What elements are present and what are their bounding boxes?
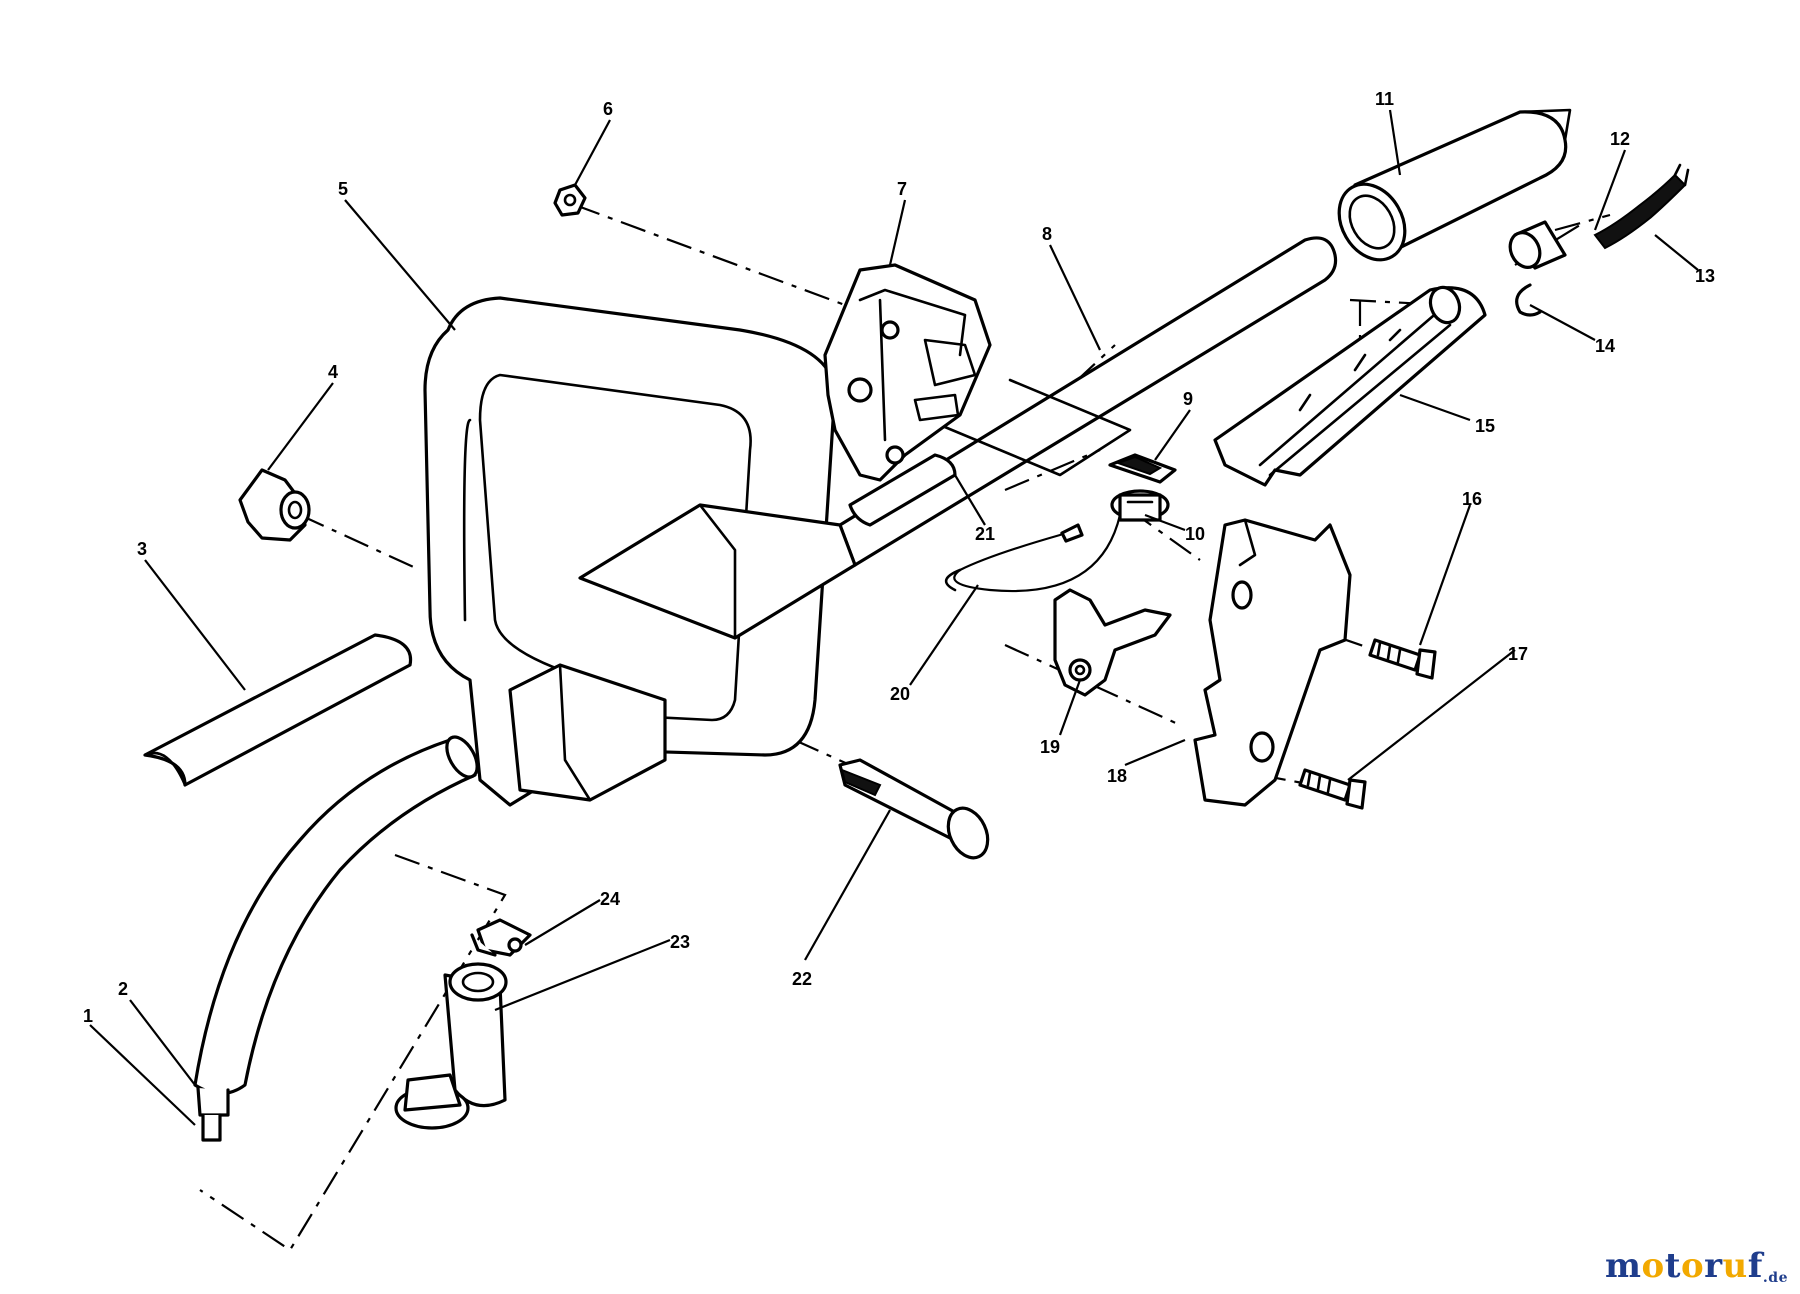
- callout-11: 11: [1375, 89, 1394, 109]
- callout-3: 3: [137, 539, 147, 559]
- part-11-sleeve: [1337, 108, 1572, 262]
- watermark-suffix: .de: [1762, 1270, 1788, 1286]
- callout-6: 6: [603, 99, 613, 119]
- part-2-handle-tube: [193, 735, 479, 1142]
- part-4-knob: [238, 468, 311, 542]
- callout-14: 14: [1595, 336, 1615, 356]
- part-20-wire: [944, 514, 1122, 593]
- leader-lines: [89, 109, 1699, 1126]
- part-16-bolt: [1368, 638, 1437, 680]
- part-3-grip-cover: [143, 633, 413, 787]
- callout-23: 23: [670, 932, 690, 952]
- callout-12: 12: [1610, 129, 1630, 149]
- part-24-clamp: [470, 918, 532, 957]
- callout-10: 10: [1185, 524, 1205, 544]
- part-8-main-shaft: [578, 236, 1338, 640]
- callout-5: 5: [338, 179, 348, 199]
- callout-labels: 1 2 3 4 5 6 7 8 9 10 11 12 13 14 15 16 1…: [83, 89, 1715, 1026]
- part-6-nut: [553, 183, 587, 217]
- callout-15: 15: [1475, 416, 1495, 436]
- part-9-pad: [1108, 453, 1177, 484]
- callout-7: 7: [897, 179, 907, 199]
- part-22-carriage-bolt: [838, 758, 990, 860]
- callout-21: 21: [975, 524, 995, 544]
- part-13-spring: [1593, 163, 1690, 250]
- part-7-bracket: [823, 263, 992, 482]
- part-19-trigger: [1053, 588, 1172, 697]
- callout-22: 22: [792, 969, 812, 989]
- part-23-ferrule: [394, 962, 508, 1130]
- part-15-channel-rail: [1213, 285, 1487, 487]
- callout-20: 20: [890, 684, 910, 704]
- watermark-text: motoruf: [1605, 1246, 1763, 1286]
- callout-2: 2: [118, 979, 128, 999]
- callout-13: 13: [1695, 266, 1715, 286]
- callout-18: 18: [1107, 766, 1127, 786]
- callout-19: 19: [1040, 737, 1060, 757]
- callout-1: 1: [83, 1006, 93, 1026]
- part-12-bushing: [1508, 220, 1567, 270]
- callout-8: 8: [1042, 224, 1052, 244]
- callout-24: 24: [600, 889, 620, 909]
- callout-16: 16: [1462, 489, 1482, 509]
- part-14-clip-ring: [1515, 283, 1542, 317]
- callout-9: 9: [1183, 389, 1193, 409]
- part-18-side-plate: [1193, 518, 1352, 807]
- part-17-bolt: [1298, 768, 1367, 810]
- watermark-logo: motoruf.de: [1605, 1246, 1788, 1286]
- callout-4: 4: [328, 362, 338, 382]
- part-10-switch: [1110, 489, 1170, 522]
- callout-17: 17: [1508, 644, 1528, 664]
